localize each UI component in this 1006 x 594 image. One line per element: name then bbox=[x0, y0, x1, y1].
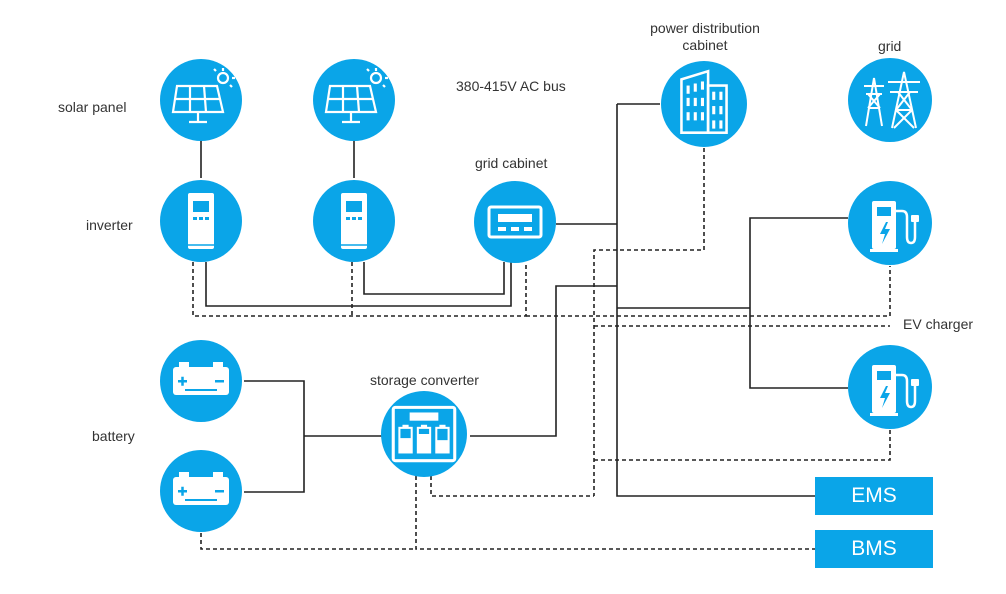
inverter-icon bbox=[187, 192, 215, 250]
ev-charger-1 bbox=[848, 181, 932, 265]
communication-lines bbox=[192, 148, 891, 550]
storage-converter bbox=[381, 391, 467, 477]
ac-bus-label: 380-415V AC bus bbox=[456, 78, 566, 94]
inverter-label: inverter bbox=[86, 217, 133, 233]
grid-label: grid bbox=[878, 38, 902, 54]
grid-cabinet-to-ev-comm-line bbox=[526, 266, 891, 317]
ac-bus-line bbox=[616, 104, 815, 497]
battery-2 bbox=[160, 450, 242, 532]
solar-panel-label: solar panel bbox=[58, 99, 127, 115]
ev-charger-2 bbox=[848, 345, 932, 429]
power-lines bbox=[200, 103, 848, 497]
distribution-cabinet-comm-line bbox=[593, 148, 705, 496]
bms-box: BMS bbox=[815, 530, 933, 568]
inverter2-to-grid-cabinet-line bbox=[363, 262, 505, 295]
storage-converter-to-ems-comm-line bbox=[430, 476, 594, 497]
storage-converter-label: storage converter bbox=[370, 372, 479, 388]
ev-charger-feeder-line bbox=[749, 217, 848, 389]
ev-charger-label: EV charger bbox=[903, 316, 974, 332]
storage-converter-to-bms-comm-line bbox=[415, 476, 815, 550]
ev-charger-2-comm-line bbox=[594, 430, 891, 461]
solar-panel-1 bbox=[160, 59, 242, 141]
inverter1-to-grid-cabinet-line bbox=[205, 262, 512, 307]
inverter1-comm-line bbox=[192, 262, 527, 317]
power-distribution-cabinet bbox=[661, 61, 747, 147]
power-distribution-cabinet-label-line2: cabinet bbox=[682, 37, 728, 53]
inverter-1 bbox=[160, 180, 242, 262]
battery-to-bms-comm-line bbox=[200, 533, 416, 550]
grid bbox=[848, 58, 932, 142]
grid-cabinet bbox=[474, 181, 556, 263]
storage-converter-to-bus-line bbox=[470, 285, 617, 437]
grid-cabinet-label: grid cabinet bbox=[475, 155, 548, 171]
battery-parallel-line bbox=[244, 380, 305, 493]
battery-label: battery bbox=[92, 428, 135, 444]
power-distribution-cabinet-label: power distribution cabinet bbox=[630, 20, 780, 54]
inverter-icon bbox=[340, 192, 368, 250]
inverter-2 bbox=[313, 180, 395, 262]
power-distribution-cabinet-label-line1: power distribution bbox=[650, 20, 760, 36]
battery-1 bbox=[160, 340, 242, 422]
solar-panel-2 bbox=[313, 59, 395, 141]
ems-box: EMS bbox=[815, 477, 933, 515]
